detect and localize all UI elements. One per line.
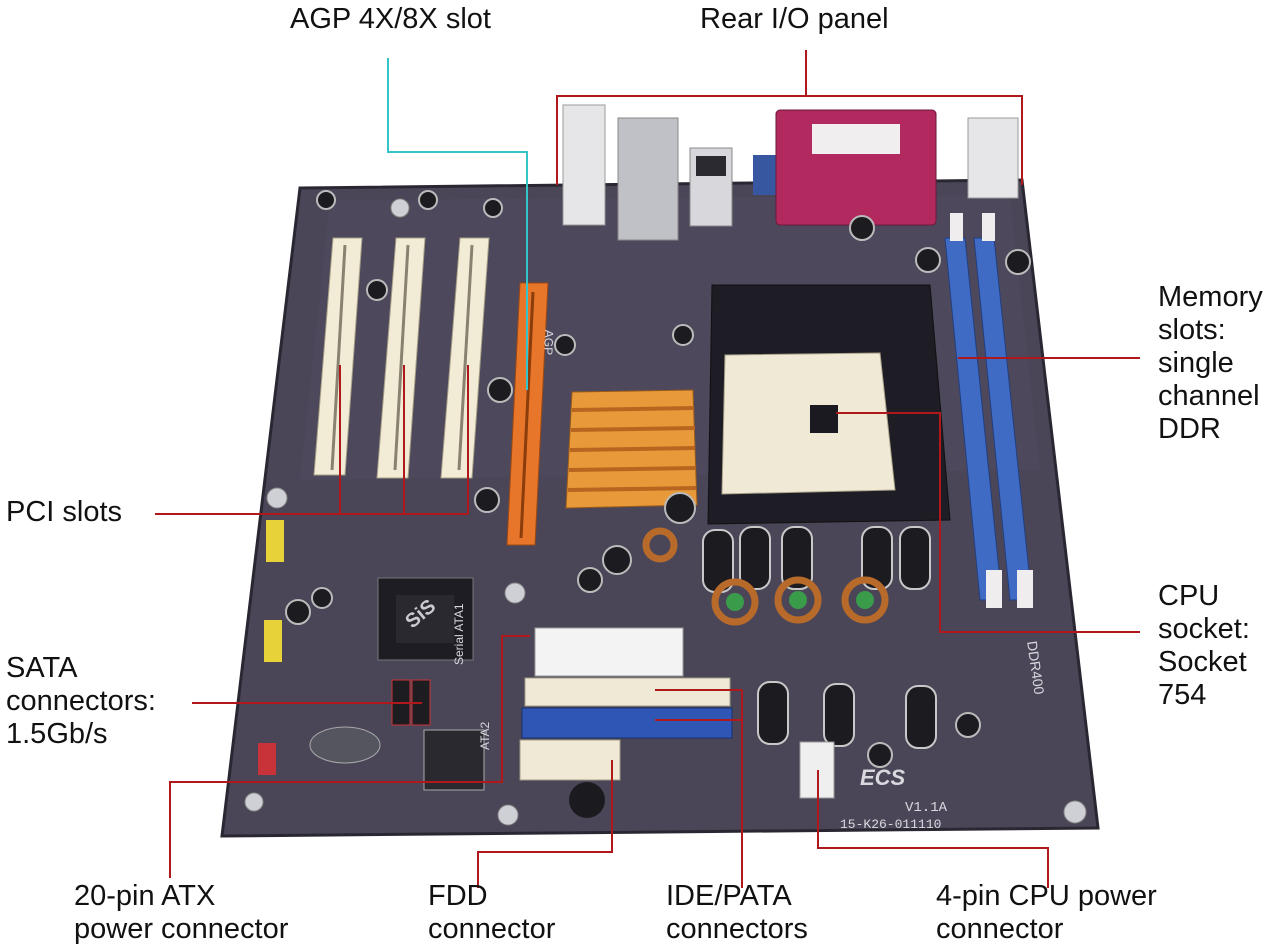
ide-connector-white [524,677,731,707]
label-ide-connectors: IDE/PATA connectors [666,880,808,945]
label-rear-io-panel: Rear I/O panel [700,3,889,35]
label-cpu-socket: CPU socket: Socket 754 [1158,580,1250,711]
label-memory-slots: Memory slots: single channel DDR [1158,281,1263,445]
label-atx-power-connector: 20-pin ATX power connector [74,880,289,945]
label-agp-slot: AGP 4X/8X slot [290,3,491,35]
cpu-socket-leader [836,412,1140,633]
fdd-leader [477,760,613,888]
chipset-heatsink [565,389,698,509]
ide-connector-blue [521,707,733,739]
fdd-connector-body [519,739,621,781]
label-fdd-connector: FDD connector [428,880,556,945]
cpu-socket-754 [721,352,896,495]
agp-leader [387,58,528,390]
dimm-slot-group [944,213,1033,608]
vendor-logo-mark: ECS [860,765,906,790]
label-cpu-power-connector: 4-pin CPU power connector [936,880,1157,945]
vrm-capacitors [702,526,937,749]
atx-power-connector [534,627,684,677]
revision-mark: V1.1A [905,800,948,816]
serial-mark: 15-K26-011110 [840,817,942,832]
label-sata-connectors: SATA connectors: 1.5Gb/s [6,652,156,750]
atx-leader [169,635,530,878]
cpu-power-leader [817,770,1049,888]
pci-slot-group [313,237,490,479]
label-pci-slots: PCI slots [6,496,123,528]
rear-io-bracket [556,95,1023,185]
